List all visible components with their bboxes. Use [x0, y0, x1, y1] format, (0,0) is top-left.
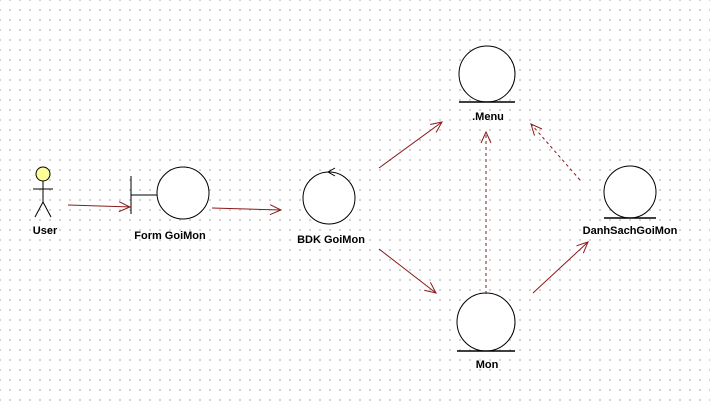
entity-danhsachgoimon[interactable]: [603, 165, 657, 219]
link-danhsach-to-menu[interactable]: [530, 123, 581, 181]
label-mon: Mon: [475, 359, 499, 371]
link-user-to-form[interactable]: [67, 201, 132, 213]
label-bdk-goimon: BDK GoiMon: [297, 234, 365, 246]
boundary-form-goimon[interactable]: [130, 166, 210, 220]
label-user: User: [32, 225, 58, 237]
entity-mon[interactable]: [456, 292, 516, 352]
link-mon-to-danhsach[interactable]: [532, 241, 589, 294]
link-form-to-control[interactable]: [211, 204, 283, 216]
label-danhsachgoimon: DanhSachGoiMon: [582, 225, 678, 237]
label-menu: .Menu: [472, 111, 504, 123]
actor-user[interactable]: [33, 166, 53, 218]
link-control-to-mon[interactable]: [378, 248, 437, 294]
link-control-to-menu[interactable]: [378, 121, 443, 169]
control-bdk-goimon[interactable]: [302, 167, 356, 225]
label-form-goimon: Form GoiMon: [134, 230, 206, 242]
entity-menu[interactable]: [458, 45, 516, 103]
